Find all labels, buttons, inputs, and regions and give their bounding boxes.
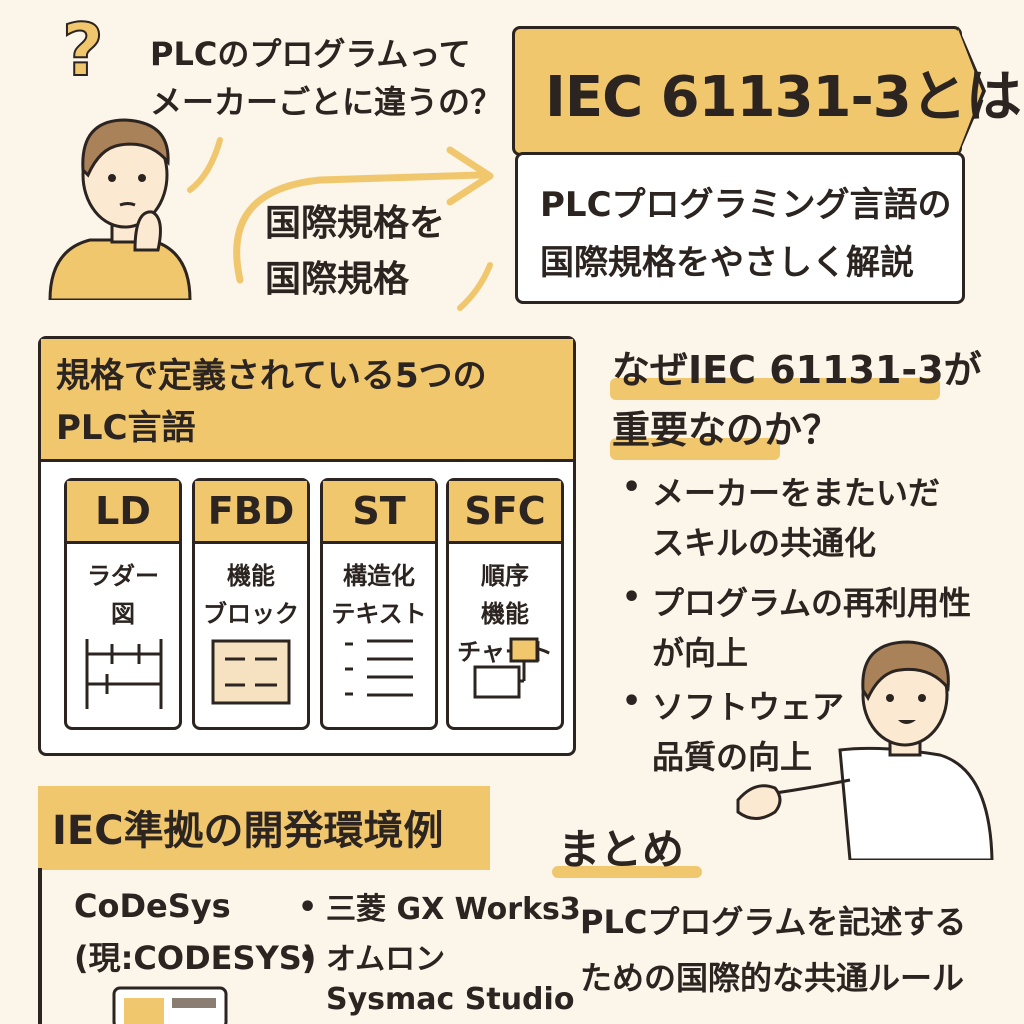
language-card-st: ST 構造化 テキスト (320, 478, 438, 730)
function-block-icon (211, 639, 291, 705)
summary-heading: まとめ (558, 825, 685, 874)
ide-item-sysmac-studio: オムロン Sysmac Studio (326, 942, 575, 1017)
language-card-ld: LD ラダー 図 (64, 478, 182, 730)
card-desc: 構造化 テキスト (331, 562, 427, 628)
summary-underline (552, 866, 702, 878)
ide-heading-bg (38, 786, 490, 870)
card-desc: ラダー 図 (87, 562, 159, 628)
bullet-icon: • (298, 890, 318, 925)
why-highlight-1 (610, 378, 940, 400)
page-title: IEC 61131-3とは (545, 65, 1022, 130)
why-bullet-2: プログラムの再利用性 が向上 (652, 584, 972, 672)
language-card-fbd: FBD 機能 ブロック図 (192, 478, 310, 730)
sequential-chart-icon (473, 637, 539, 699)
card-abbr: SFC (449, 481, 561, 544)
ide-item-gx-works3: 三菱 GX Works3 (326, 892, 581, 927)
card-desc: 機能 ブロック図 (203, 562, 299, 666)
ide-codesys: CoDeSys (現:CODESYS) (74, 887, 317, 977)
international-standard-label: 国際規格を 国際規格 (265, 203, 446, 300)
summary-text: PLCプログラムを記述する ための国際的な共通ルール (580, 903, 967, 997)
laptop-icon (112, 986, 228, 1024)
bullet-icon: • (622, 684, 642, 719)
question-text: PLCのプログラムって メーカーごとに違うの？ (150, 35, 503, 121)
title-arrow-fill (958, 29, 982, 153)
page-subtitle: PLCプログラミング言語の 国際規格をやさしく解説 (540, 185, 952, 283)
question-mark-icon: ? (61, 7, 105, 93)
languages-header-bg (41, 339, 573, 462)
subtitle-box (515, 152, 965, 304)
why-bullet-3: ソフトウェア 品質の向上 (652, 688, 845, 776)
ladder-diagram-icon (85, 639, 163, 709)
thinking-person-illustration (48, 118, 192, 300)
ide-frame-line (38, 868, 42, 1024)
bullet-icon: • (298, 940, 318, 975)
structured-text-icon (345, 639, 413, 697)
card-abbr: LD (67, 481, 179, 544)
presenter-person-illustration (736, 640, 994, 860)
ide-heading: IEC準拠の開発環境例 (52, 808, 444, 854)
language-card-sfc: SFC 順序 機能 チャート (446, 478, 564, 730)
languages-heading: 規格で定義されている5つの PLC言語 (56, 356, 487, 448)
why-heading: なぜIEC 61131-3が 重要なのか？ (612, 348, 982, 452)
card-abbr: FBD (195, 481, 307, 544)
card-abbr: ST (323, 481, 435, 544)
why-bullet-1: メーカーをまたいだ スキルの共通化 (652, 474, 941, 562)
bullet-icon: • (622, 580, 642, 615)
curved-arrow-icon (187, 137, 494, 311)
bullet-icon: • (622, 470, 642, 505)
why-highlight-2 (610, 438, 780, 460)
